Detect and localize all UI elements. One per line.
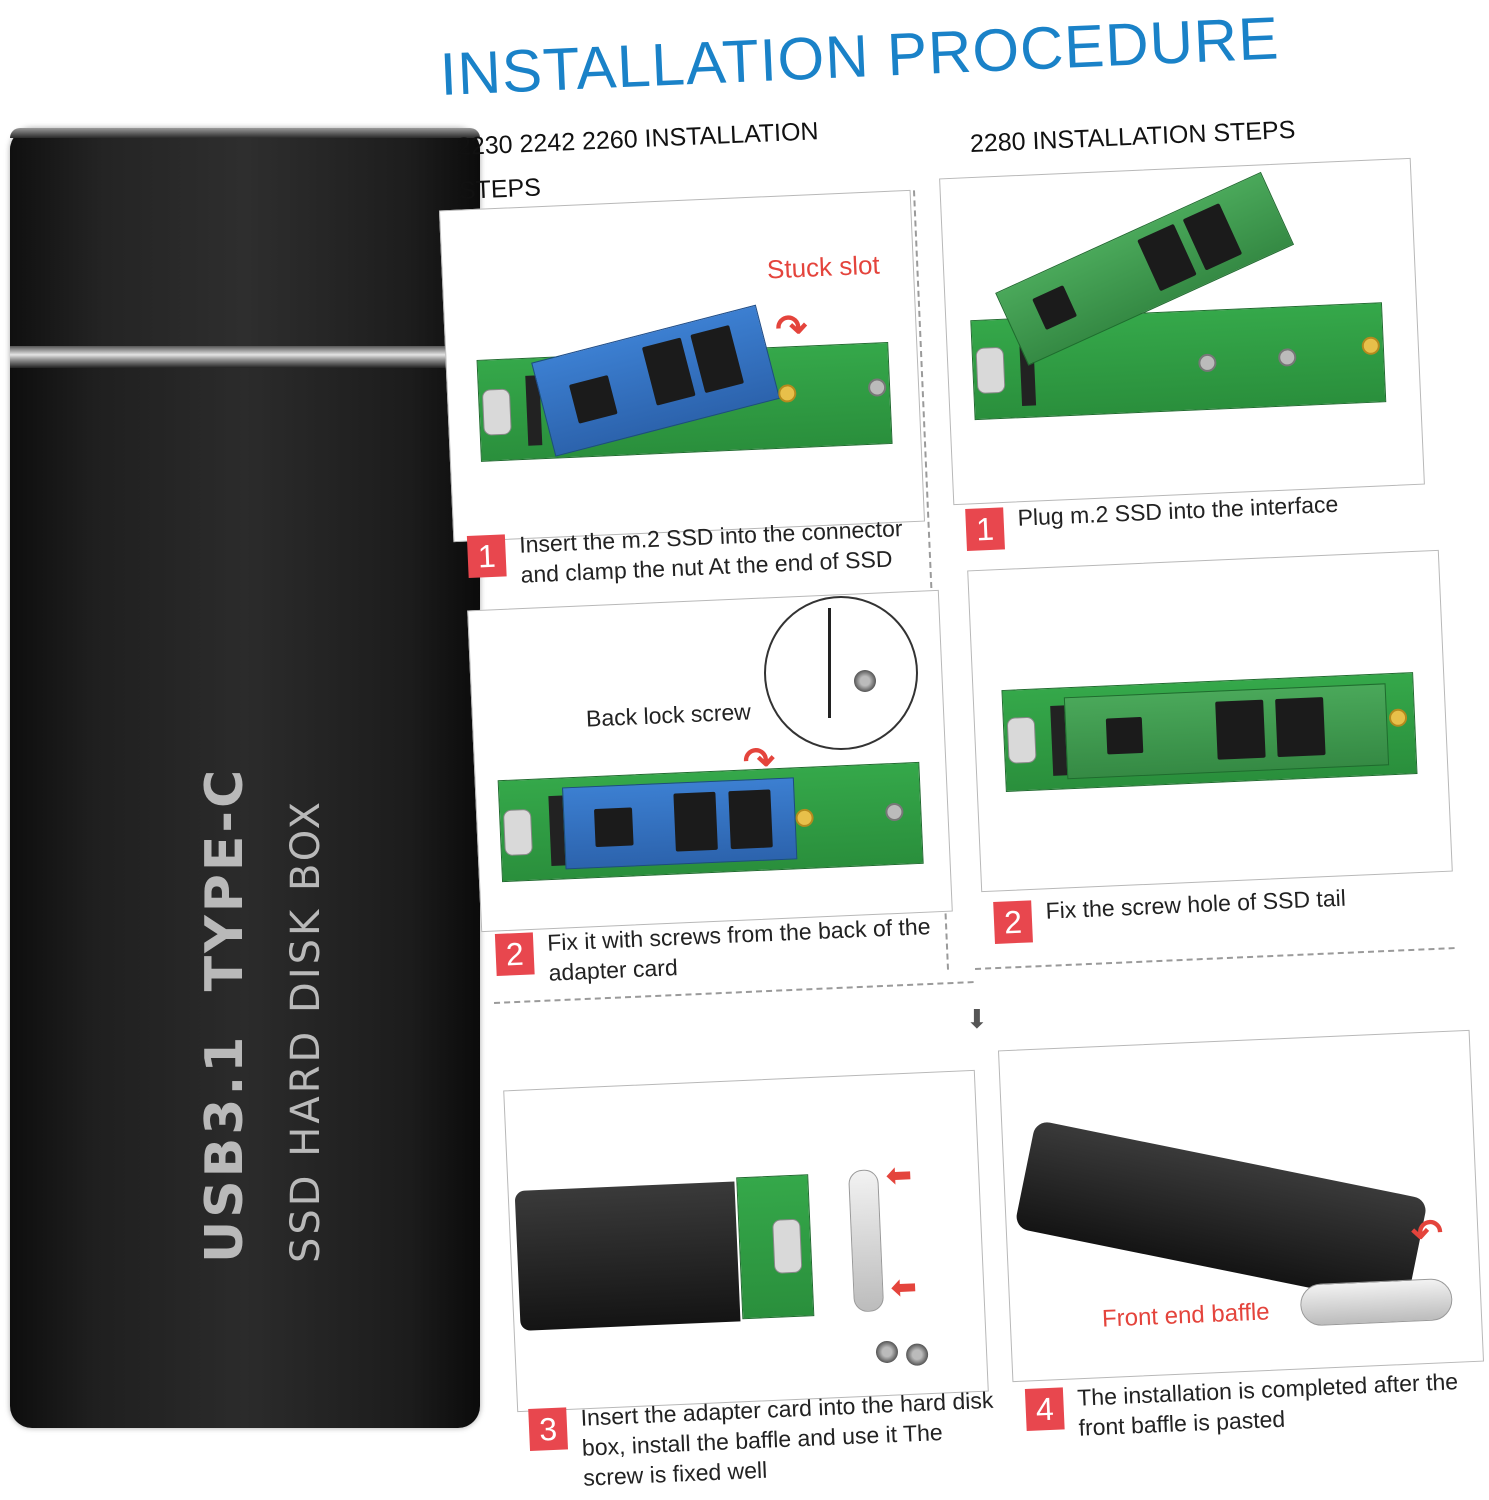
step-number-badge: 2 (494, 932, 535, 976)
left-step1-panel: ↷ (438, 189, 926, 543)
flash-chip (728, 789, 773, 850)
enclosure-body-photo (514, 1181, 741, 1331)
flash-chip (673, 791, 718, 852)
down-arrow-icon: ⬇ (966, 1004, 988, 1034)
enclosure-text-line2: SSD HARD DISK BOX (283, 798, 329, 1263)
flash-chip (1275, 697, 1326, 758)
step3-caption: 3 Insert the adapter card into the hard … (528, 1385, 1001, 1495)
enclosure-print: USB3.1 TYPE-C SSD HARD DISK BOX (195, 767, 329, 1263)
flash-chip (1182, 203, 1243, 271)
m2-ssd-card (562, 777, 798, 870)
flash-chip (1137, 223, 1197, 292)
flash-chip (641, 337, 696, 406)
enclosure-text-line1: USB3.1 TYPE-C (195, 766, 255, 1263)
section-divider (975, 947, 1455, 970)
enclosure-cap (10, 128, 480, 353)
rotate-arrow-icon: ↶ (1410, 1212, 1445, 1256)
step4-panel: ↶ (997, 1029, 1485, 1383)
step3-panel: ⬅ ⬅ (503, 1069, 989, 1413)
stuck-slot-label: Stuck slot (766, 249, 881, 285)
step-number-badge: 2 (993, 900, 1033, 944)
usb-c-port-icon (481, 388, 512, 436)
flash-chip (690, 325, 745, 394)
right-step1-panel (939, 157, 1425, 506)
right-column-heading: 2280 INSTALLATION STEPS (969, 115, 1296, 158)
enclosure-groove (10, 346, 480, 368)
usb-c-port-icon (975, 346, 1006, 394)
screw-icon (854, 670, 876, 692)
ssd-enclosure-photo: USB3.1 TYPE-C SSD HARD DISK BOX (10, 128, 480, 1428)
controller-chip (593, 807, 634, 848)
left-arrow-icon: ⬅ (885, 1158, 913, 1193)
enclosure-top-edge (10, 128, 480, 138)
step-text: Insert the adapter card into the hard di… (580, 1386, 994, 1491)
usb-c-port-icon (502, 808, 533, 857)
screwdriver-icon (828, 608, 831, 718)
usb-c-port-icon (772, 1218, 803, 1274)
controller-chip (568, 374, 618, 424)
baffle-piece (848, 1169, 885, 1313)
page-title: INSTALLATION PROCEDURE (438, 4, 1281, 108)
m2-ssd-card (1063, 683, 1390, 780)
step-number-badge: 4 (1024, 1387, 1065, 1431)
rotate-arrow-icon: ↷ (774, 307, 809, 351)
screw-detail-inset (764, 596, 918, 750)
controller-chip (1105, 716, 1144, 755)
step-text: Fix the screw hole of SSD tail (1045, 884, 1347, 924)
step-number-badge: 1 (965, 507, 1005, 551)
finished-enclosure-photo (1014, 1119, 1429, 1308)
usb-c-port-icon (1006, 716, 1037, 764)
flash-chip (1215, 699, 1266, 760)
front-baffle-piece (1299, 1277, 1454, 1327)
left-arrow-icon: ⬅ (890, 1270, 918, 1305)
step-text: The installation is completed after the … (1076, 1368, 1459, 1441)
step-number-badge: 3 (528, 1407, 569, 1451)
right-step2-panel (967, 549, 1453, 893)
rotate-arrow-icon: ↷ (742, 740, 776, 784)
controller-chip (1032, 285, 1078, 331)
screw-icon (875, 1340, 899, 1364)
screw-icon (905, 1343, 929, 1367)
step-number-badge: 1 (466, 534, 507, 578)
